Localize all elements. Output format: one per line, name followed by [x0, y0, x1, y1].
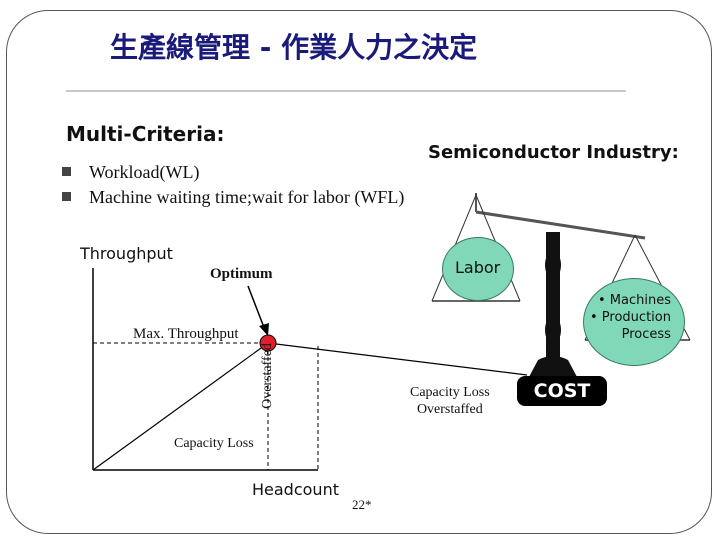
title-divider [66, 90, 626, 92]
slide-frame [6, 10, 712, 534]
optimum-arrowhead-icon [259, 323, 269, 336]
throughput-rising-line [92, 342, 269, 471]
balance-knob-upper [545, 251, 561, 279]
bullet-item: Workload(WL) [62, 162, 200, 183]
machines-weight [583, 278, 685, 366]
machines-label: • Machines • Production Process [590, 292, 671, 343]
label-line: Overstaffed [416, 402, 483, 417]
slide-title: 生產線管理 - 作業人力之決定 [110, 31, 478, 64]
optimum-point-marker [259, 334, 277, 352]
bullet-square-icon [62, 167, 71, 176]
industry-heading: Semiconductor Industry: [428, 142, 679, 163]
label-line: • Machines [597, 293, 671, 308]
optimum-label: Optimum [210, 266, 273, 282]
optimum-arrow-line [247, 285, 266, 331]
max-throughput-label: Max. Throughput [133, 326, 239, 342]
label-line: Process [621, 327, 671, 342]
capacity-loss-overstaffed-label: Capacity Loss Overstaffed [410, 384, 490, 418]
y-axis-label: Throughput [80, 244, 173, 263]
overstaffed-label: Overstaffed [260, 343, 275, 409]
label-line: • Production [590, 310, 671, 325]
bullet-text: Machine waiting time;wait for labor (WFL… [89, 187, 405, 207]
cost-label: COST [517, 376, 607, 406]
labor-weight [442, 237, 514, 301]
capacity-loss-label: Capacity Loss [174, 436, 254, 451]
page-number: 22* [352, 497, 372, 512]
balance-knob-lower [545, 316, 561, 344]
throughput-declining-line [267, 342, 528, 376]
label-line: Capacity Loss [410, 385, 490, 400]
bullet-text: Workload(WL) [89, 162, 200, 182]
bullet-item: Machine waiting time;wait for labor (WFL… [62, 187, 404, 208]
balance-beam [475, 210, 646, 240]
bullet-square-icon [62, 192, 71, 201]
labor-label: Labor [455, 258, 501, 277]
x-axis-label: Headcount [252, 480, 339, 499]
multi-criteria-heading: Multi-Criteria: [66, 122, 225, 146]
